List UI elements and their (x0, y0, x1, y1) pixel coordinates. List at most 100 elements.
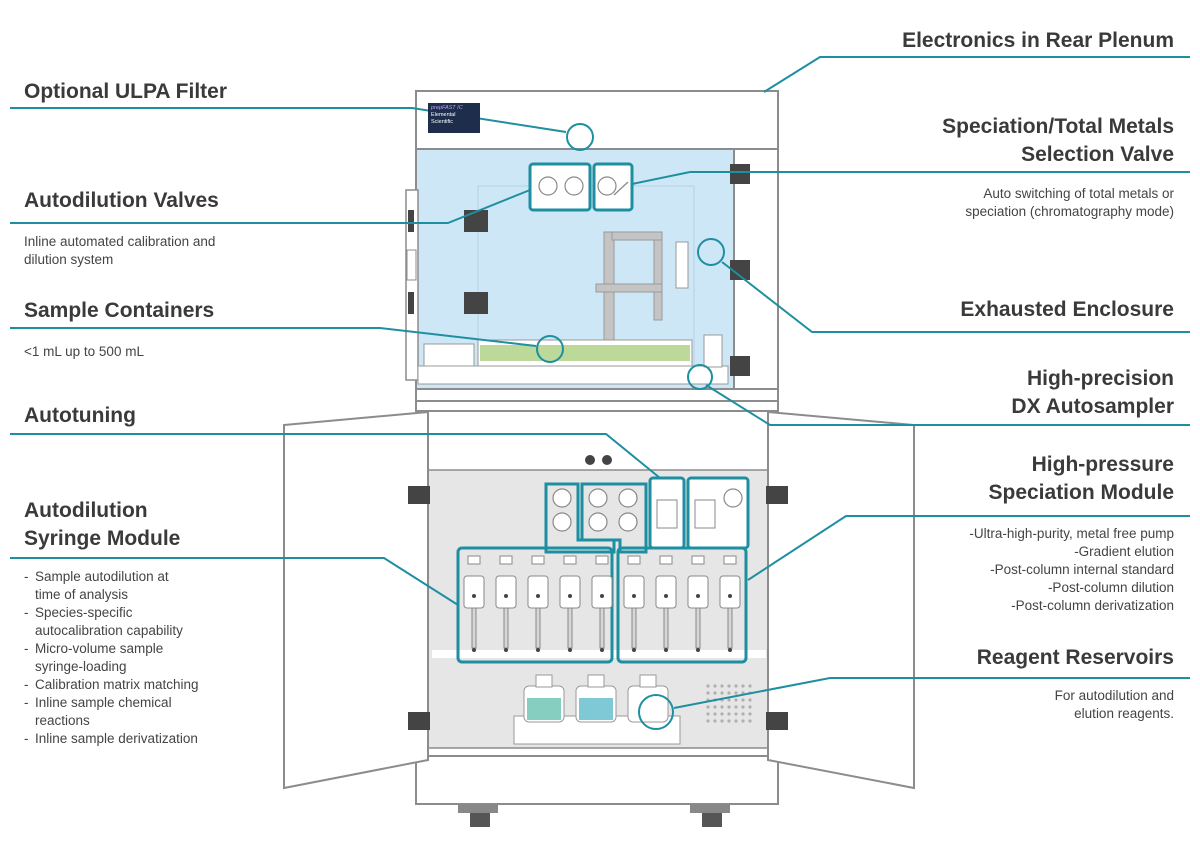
vent-hole (734, 691, 738, 695)
autotuning-title: Autotuning (24, 404, 136, 427)
syringe-part (600, 648, 604, 652)
vent-hole (706, 712, 710, 716)
ulpa-leader (10, 107, 567, 133)
callout-lines (10, 56, 1190, 730)
hp-module-title: High-pressure Speciation Module (988, 451, 1174, 507)
vent-hole (720, 712, 724, 716)
title-line: Selection Valve (1021, 143, 1174, 166)
speciation-valve-title: Speciation/Total Metals Selection Valve (942, 113, 1174, 169)
vent-hole (741, 705, 745, 709)
syringe-part (527, 575, 549, 609)
feature-item: Calibration matrix matching (24, 676, 199, 694)
left-cabinet-door (283, 410, 429, 790)
syringe-part (723, 555, 737, 565)
reservoirs-title: Reagent Reservoirs (976, 646, 1174, 669)
syringe-part (595, 555, 609, 565)
autotuning-leader (10, 433, 661, 479)
autotuning-syringes (648, 476, 750, 550)
syringe-part (599, 607, 605, 649)
vent-hole (727, 719, 731, 723)
syringe-part (696, 594, 700, 598)
cabinet-plinth (415, 755, 779, 805)
desc-line: -Post-column derivatization (1011, 598, 1174, 613)
vent-hole (748, 684, 752, 688)
syringe-part (623, 575, 645, 609)
vent-hole (706, 705, 710, 709)
desc-line: Auto switching of total metals or (983, 186, 1174, 201)
vent-hole (748, 698, 752, 702)
vent-hole (727, 705, 731, 709)
title-line: High-pressure (1031, 453, 1174, 476)
syringe-part (727, 607, 733, 649)
syringe-part (632, 594, 636, 598)
syringe-part (559, 575, 581, 609)
desc-line: -Gradient elution (1074, 544, 1174, 559)
desc-line: Inline automated calibration and (24, 234, 216, 249)
syringe-part (472, 594, 476, 598)
ulpa-filter-title: Optional ULPA Filter (24, 80, 227, 103)
syringe-part (663, 607, 669, 649)
syringe-part (471, 607, 477, 649)
right-cabinet-door (767, 410, 915, 790)
electronics-leader (763, 56, 1190, 93)
maker-name: Elemental Scientific (431, 112, 456, 125)
vent-hole (713, 712, 717, 716)
syringe-part (472, 648, 476, 652)
sample-containers-title: Sample Containers (24, 299, 215, 322)
vent-hole (727, 698, 731, 702)
syringe-part (463, 575, 485, 609)
electronics-title: Electronics in Rear Plenum (902, 29, 1174, 52)
syringe-part (531, 555, 545, 565)
autosampler-title: High-precision DX Autosampler (1011, 365, 1174, 421)
sample-rack (417, 334, 729, 385)
vent-hole (713, 719, 717, 723)
brand-plate: prepFAST IC Elemental Scientific (428, 103, 480, 133)
syringe-part (536, 648, 540, 652)
syringe-part (567, 607, 573, 649)
ulpa-marker (566, 123, 594, 151)
syringe-part (467, 555, 481, 565)
desc-line: dilution system (24, 252, 114, 267)
product-name: prepFAST IC (431, 105, 463, 111)
syringe-module-title: Autodilution Syringe Module (24, 497, 180, 553)
syringe-part (655, 575, 677, 609)
syringe-part (504, 648, 508, 652)
desc-line: elution reagents. (1074, 706, 1174, 721)
vent-hole (741, 684, 745, 688)
syringe-part (591, 575, 613, 609)
syringe-part (503, 607, 509, 649)
syringe-part (728, 648, 732, 652)
syringe-part (495, 575, 517, 609)
enclosure-base-lower (415, 400, 779, 412)
reservoirs-leader (673, 677, 1190, 709)
syringe-part (695, 607, 701, 649)
vent-hole (748, 712, 752, 716)
vent-hole (748, 705, 752, 709)
sample-containers-marker (536, 335, 564, 363)
syringe-part (696, 648, 700, 652)
syringe-module-leader (10, 557, 459, 606)
hp-module-leader (747, 515, 1190, 581)
vent-hole (741, 698, 745, 702)
desc-line: speciation (chromatography mode) (965, 204, 1174, 219)
vent-hole (748, 719, 752, 723)
vent-hole (720, 705, 724, 709)
speakers (585, 455, 612, 465)
door-hinges (408, 164, 788, 730)
syringe-part (659, 555, 673, 565)
vent-hole (741, 719, 745, 723)
syringe-part (687, 575, 709, 609)
syringe-part (568, 594, 572, 598)
vent-hole (734, 705, 738, 709)
syringe-part (631, 607, 637, 649)
syringe-part (691, 555, 705, 565)
exhausted-enclosure-title: Exhausted Enclosure (960, 298, 1174, 321)
reservoirs-marker (638, 694, 674, 730)
syringe-part (632, 648, 636, 652)
cabinet-feet (458, 804, 730, 827)
title-line: Speciation/Total Metals (942, 115, 1174, 138)
